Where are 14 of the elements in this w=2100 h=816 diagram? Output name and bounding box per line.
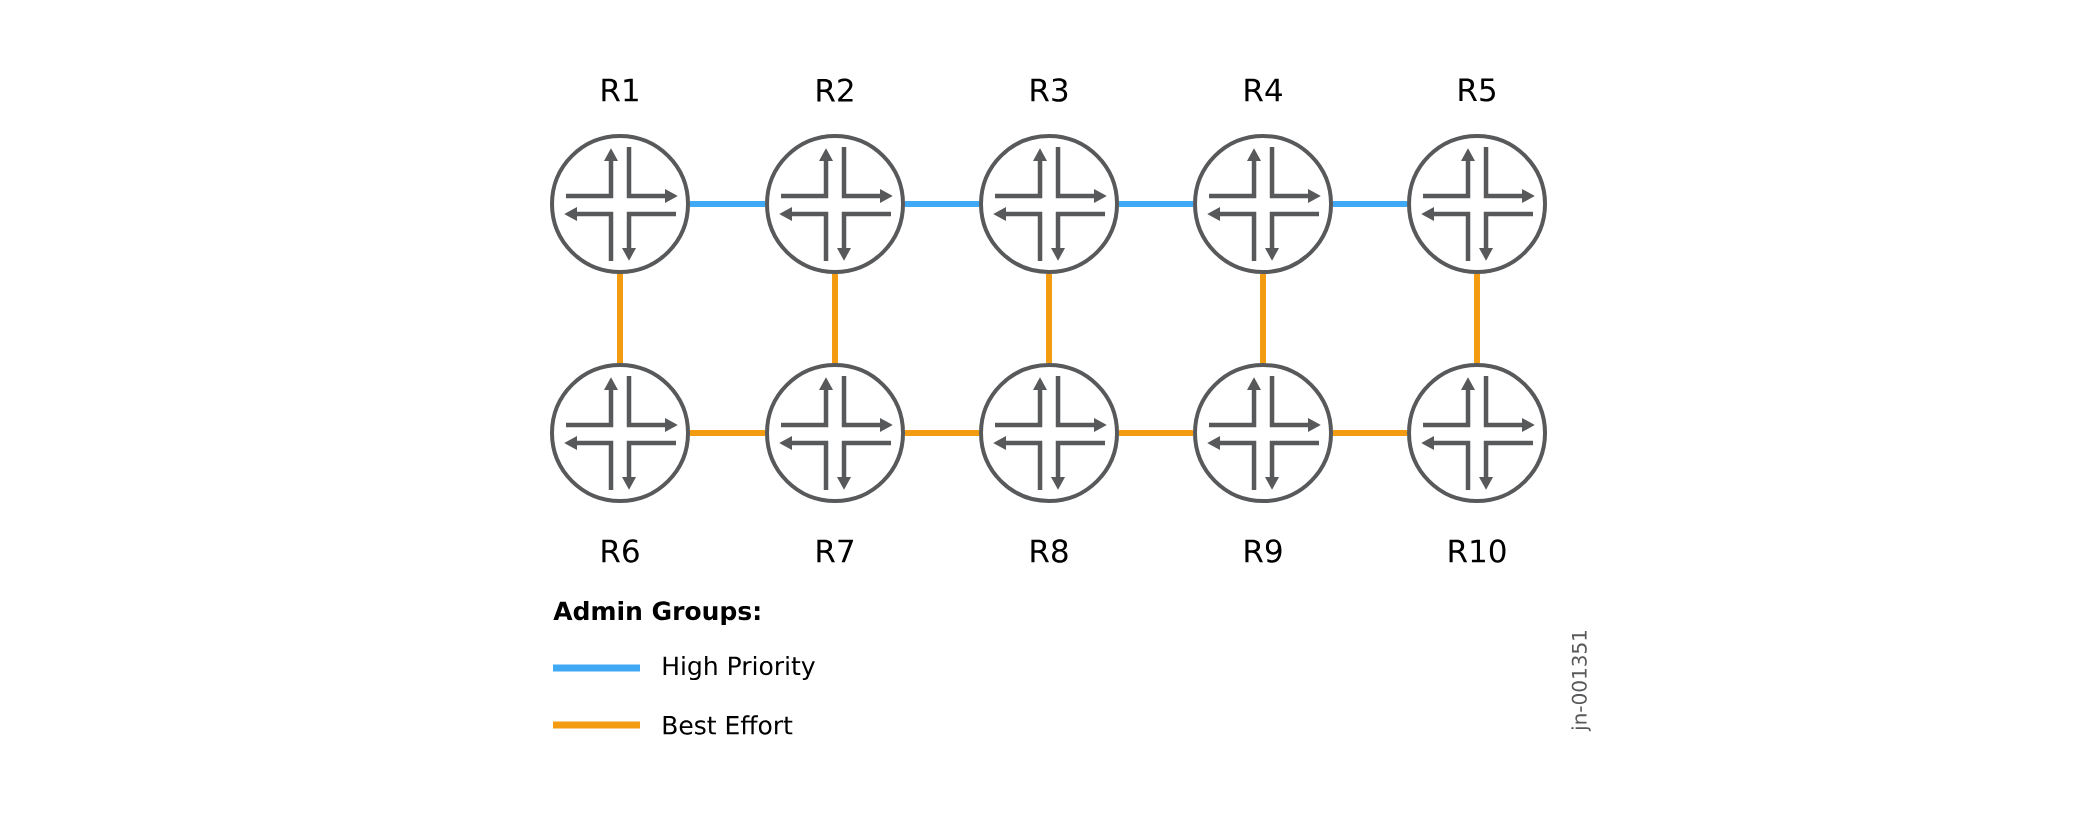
legend-heading: Admin Groups: (553, 600, 760, 626)
router-label: R4 (1245, 78, 1282, 102)
router-label: R9 (1245, 539, 1282, 563)
router-label: R10 (1449, 539, 1506, 563)
legend-text: High Priority (663, 655, 815, 681)
router-label: R3 (1031, 78, 1068, 102)
router-label: R2 (817, 78, 853, 102)
figure-id: jn-001351 (1571, 630, 1591, 732)
router-label: R7 (817, 539, 853, 563)
legend-text: Best Effort (663, 715, 793, 735)
router-label: R6 (602, 539, 639, 563)
router-label: R8 (1031, 539, 1068, 563)
router-label: R1 (602, 78, 638, 102)
router-label: R5 (1459, 78, 1495, 102)
